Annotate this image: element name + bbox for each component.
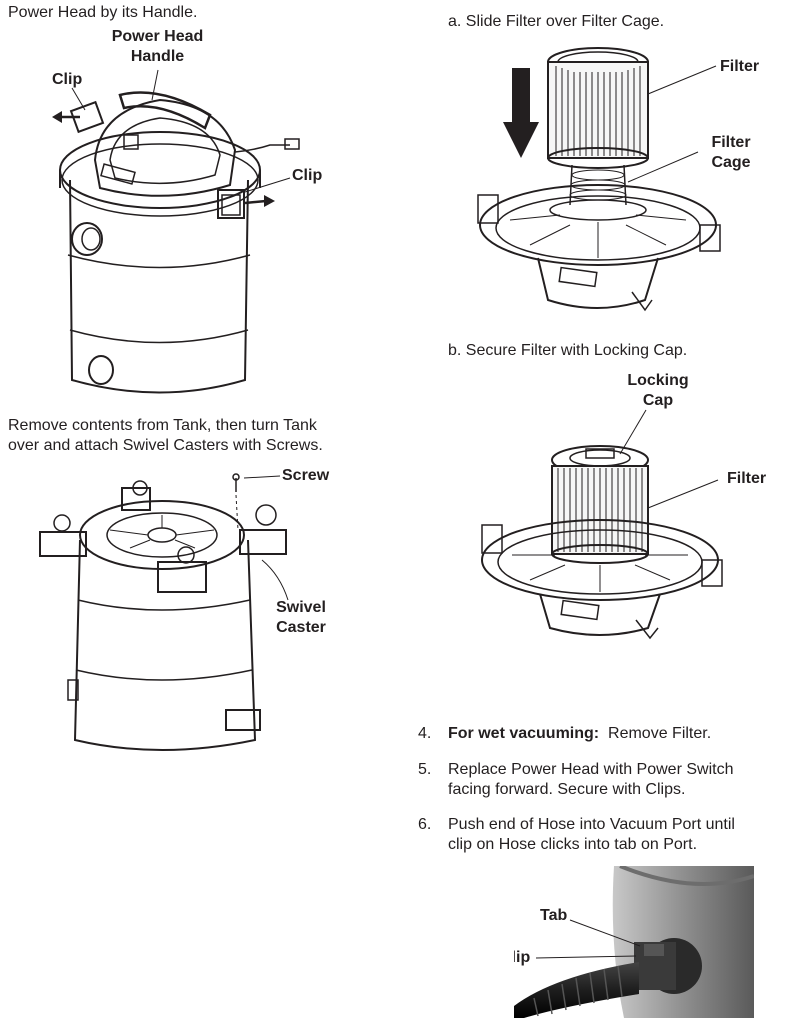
casters-instruction-line1: Remove contents from Tank, then turn Tan… (8, 417, 317, 434)
label-tab: Tab (540, 907, 568, 924)
step-4-number: 4. (418, 725, 432, 742)
label-clip-photo: Clip (514, 949, 531, 966)
step-b-text: b. Secure Filter with Locking Cap. (448, 342, 688, 359)
step-a-text: a. Slide Filter over Filter Cage. (448, 13, 665, 30)
label-clip-right: Clip (292, 167, 323, 184)
label-filter-cage: Filter Cage (711, 134, 751, 171)
label-swivel-caster: Swivel Caster (276, 599, 326, 636)
label-filter: Filter (720, 58, 760, 75)
step-5-number: 5. (418, 761, 432, 778)
step-5-line1: Replace Power Head with Power Switch (448, 761, 734, 778)
step-6-number: 6. (418, 816, 432, 833)
step-5-line2: facing forward. Secure with Clips. (448, 781, 686, 798)
step-4-bold: For wet vacuuming: (448, 725, 600, 742)
label-filter-2: Filter (727, 470, 767, 487)
intro-text-line: Power Head by its Handle. (8, 4, 198, 21)
label-clip-left: Clip (52, 71, 83, 88)
label-locking-cap: Locking Cap (627, 372, 689, 409)
hose-port-drawing (514, 866, 754, 1018)
step-4-rest: Remove Filter. (599, 725, 712, 742)
label-screw: Screw (282, 467, 330, 484)
step-4-text: For wet vacuuming: Remove Filter. (448, 724, 711, 744)
step-6-line2: clip on Hose clicks into tab on Port. (448, 836, 698, 853)
label-power-head-handle: Power Head Handle (111, 28, 204, 65)
hose-port-photo: Tab Clip (514, 866, 754, 1018)
step-6-line1: Push end of Hose into Vacuum Port until (448, 816, 735, 833)
casters-instruction-line2: over and attach Swivel Casters with Scre… (8, 437, 323, 454)
